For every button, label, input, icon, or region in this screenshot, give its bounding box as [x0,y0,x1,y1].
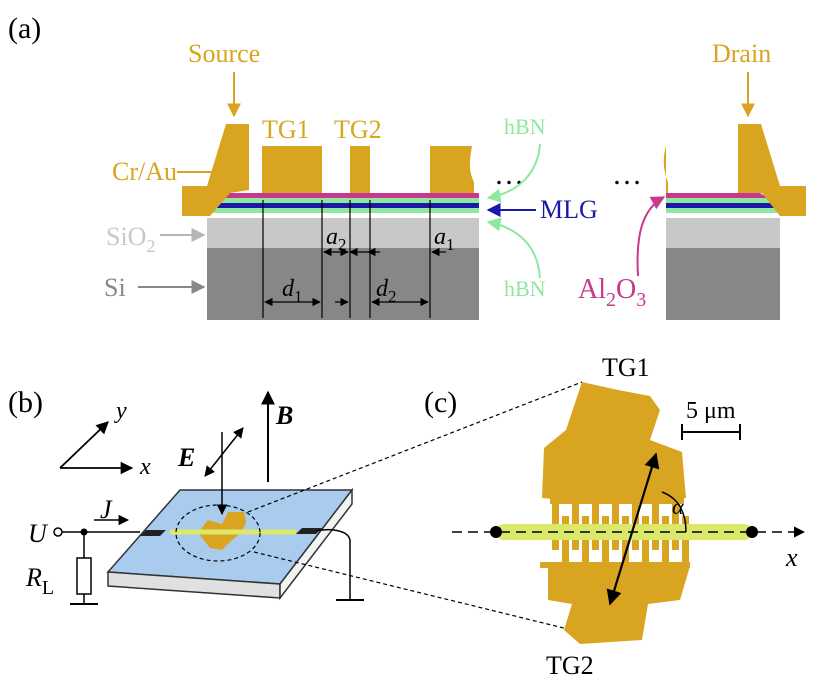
zoom-line-top [247,381,583,513]
gate-tg2 [350,146,370,193]
si-layer-right [666,248,780,320]
axis-y-label: y [114,398,127,424]
polarization-arrow [606,452,660,606]
si-label: Si [104,273,126,302]
gate-tg2-comb [540,562,690,644]
source-label: Source [188,39,260,68]
zoom-circle [175,504,261,562]
al2o3-arrow [636,196,666,277]
ellipsis-right: … [612,158,642,191]
gate-tg1 [262,146,322,193]
hbn-bottom-arrow [486,217,541,279]
d2-label: d2 [376,276,397,306]
panel-c: (c) TG1 TG2 x α [424,353,806,680]
panel-c-label: (c) [424,386,457,419]
e-field-label: E [177,443,195,472]
angle-label: α [672,494,684,519]
left-contact-pad [140,530,166,536]
sio2-layer-left [207,218,479,248]
tg1-top-label: TG1 [602,353,650,382]
zoom-line-bottom [253,551,581,633]
heterostructure-right [666,193,780,213]
tg2-label: TG2 [334,115,382,144]
d1-label: d1 [282,276,303,306]
scale-bar-label: 5 μm [686,398,736,424]
a1-label: a1 [434,224,455,254]
contact-dot-left [490,526,502,538]
drain-contact [738,124,806,216]
contact-dot-right [746,526,758,538]
gate-partial-right [663,146,668,193]
load-resistor [76,557,92,595]
a2-label: a2 [326,224,347,254]
al2o3-label: Al2O3 [578,274,646,311]
scale-bar [681,424,741,440]
e-field-arrow [204,427,244,477]
tg1-label: TG1 [262,115,310,144]
gate-tg1-comb [542,382,686,504]
terminal-u [53,527,63,537]
panel-b: (b) y x U J RL [8,381,583,633]
axis-x-label: x [139,454,151,480]
panel-a-label: (a) [8,12,41,45]
mlg-label: MLG [540,195,598,224]
voltage-u-label: U [28,519,49,548]
gate-partial-left [430,146,474,193]
x-axis-label: x [785,543,798,572]
source-contact [182,124,249,216]
sio2-label: SiO2 [106,222,155,256]
hbn-top-label: hBN [504,114,546,139]
tg2-bottom-label: TG2 [546,651,594,680]
wire-right [315,528,351,600]
current-j-label: J [100,495,113,524]
si-layer-left [207,248,479,320]
axis-y-arrow [59,421,109,469]
hbn-top-arrow [486,143,541,203]
heterostructure-left [210,193,479,213]
ellipsis-left: … [494,158,524,191]
panel-a: (a) [8,12,806,320]
hbn-bottom-label: hBN [504,276,546,301]
dimension-lines [262,200,446,318]
drain-label: Drain [712,39,771,68]
angle-arc [661,491,687,533]
panel-b-label: (b) [8,386,43,419]
right-contact-pad [296,528,322,534]
load-r-label: RL [25,563,54,599]
cr-au-label: Cr/Au [112,157,177,186]
b-field-label: B [275,401,293,430]
sio2-layer-right [666,218,780,248]
